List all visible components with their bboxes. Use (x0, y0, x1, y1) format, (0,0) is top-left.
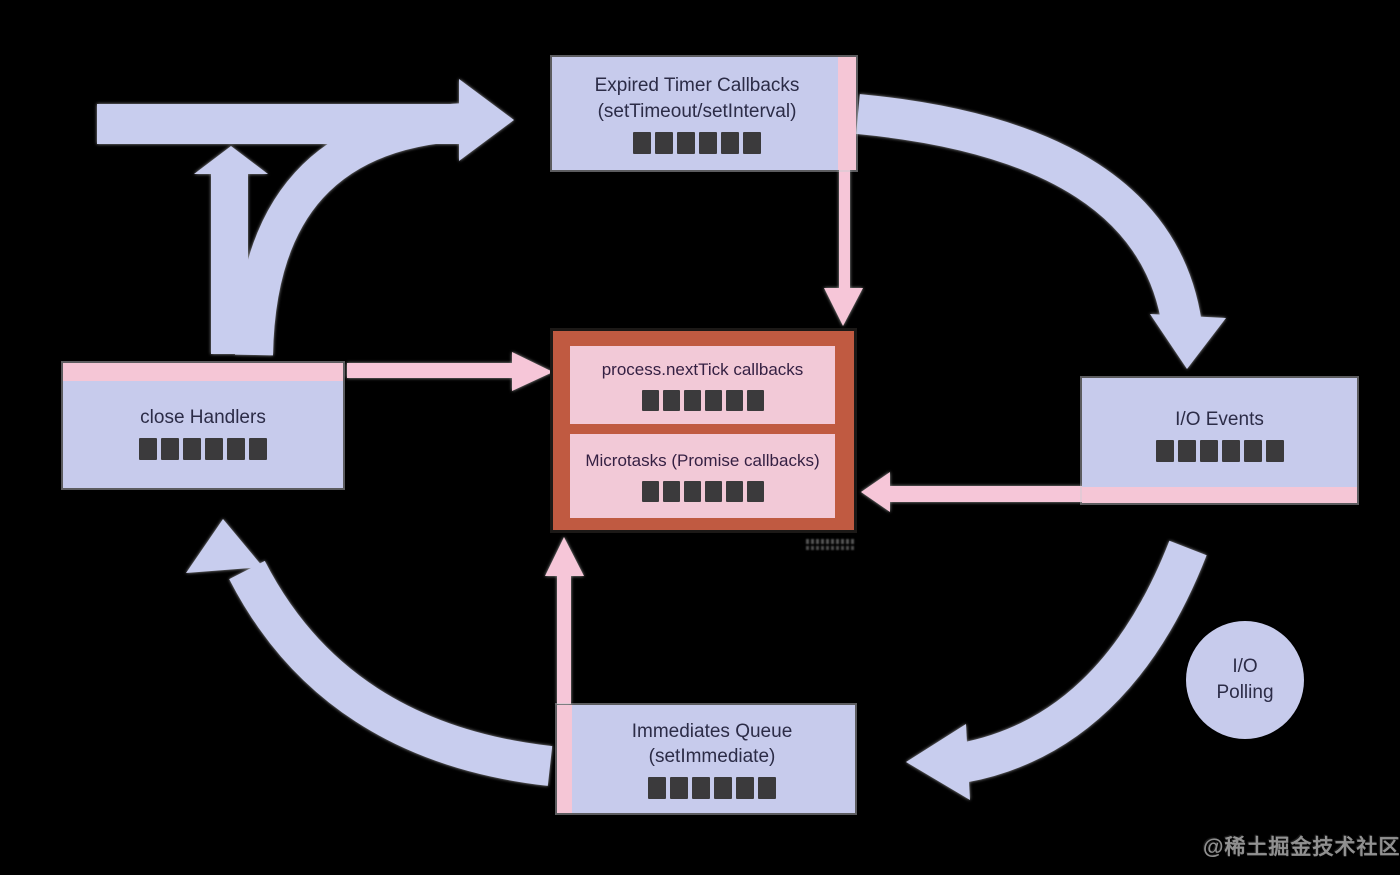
microtasks-panel: Microtasks (Promise callbacks) (570, 434, 835, 518)
io-events-queue (1155, 440, 1284, 463)
queue-slot (677, 131, 695, 154)
timers-pink-stripe (838, 57, 856, 170)
arrowhead-to-timers-icon (459, 79, 514, 161)
next-tick-panel: process.nextTick callbacks (570, 346, 835, 424)
queue-slot (721, 131, 739, 154)
node-io-events: I/O Events (1082, 378, 1357, 503)
node-close-handlers: close Handlers (63, 363, 343, 488)
queue-slot (683, 389, 701, 411)
queue-slot (227, 438, 245, 461)
io-to-center-shaft (888, 486, 1082, 502)
queue-slot (662, 480, 680, 502)
arrowhead-up-to-center-icon (545, 537, 584, 576)
queue-slot (704, 389, 722, 411)
queue-slot (758, 777, 776, 800)
close-handlers-queue (139, 438, 267, 461)
queue-slot (670, 777, 688, 800)
small-watermark (806, 537, 856, 552)
queue-slot (161, 438, 179, 461)
close-to-center-shaft (347, 363, 514, 378)
queue-slot (699, 131, 717, 154)
queue-slot (249, 438, 267, 461)
timers-label-line2: (setTimeout/setInterval) (597, 100, 797, 122)
queue-slot (714, 777, 732, 800)
io-to-immediates-curve (958, 540, 1207, 783)
timers-label-line1: Expired Timer Callbacks (594, 75, 800, 97)
site-watermark: @稀土掘金技术社区 (1203, 836, 1400, 859)
timers-queue (595, 131, 800, 154)
queue-slot (1243, 440, 1262, 463)
arrowhead-down-to-center-icon (824, 288, 863, 326)
queue-slot (725, 389, 743, 411)
arrowhead-to-immediates-icon (906, 724, 970, 800)
arrowhead-right-to-center-icon (512, 352, 553, 391)
io-events-label: I/O Events (1175, 408, 1264, 430)
immediates-queue (632, 777, 793, 800)
queue-slot (746, 480, 764, 502)
node-immediates: Immediates Queue (setImmediate) (557, 705, 855, 813)
queue-slot (1199, 440, 1218, 463)
queue-slot (725, 480, 743, 502)
queue-slot (648, 777, 666, 800)
next-tick-label: process.nextTick callbacks (601, 360, 804, 380)
queue-slot (746, 389, 764, 411)
queue-slot (183, 438, 201, 461)
close-handlers-label: close Handlers (140, 406, 266, 428)
timers-to-center-shaft (839, 170, 850, 292)
queue-slot (1221, 440, 1240, 463)
immediates-to-center-shaft (557, 572, 571, 704)
queue-slot (692, 777, 710, 800)
queue-slot (139, 438, 157, 461)
queue-slot (683, 480, 701, 502)
arrowhead-up-icon (194, 146, 268, 174)
close-handlers-pink-stripe (63, 363, 343, 381)
queue-slot (736, 777, 754, 800)
close-to-timers-curve (235, 103, 468, 356)
microtasks-queue (641, 480, 764, 502)
timers-to-io-curve (856, 94, 1202, 329)
immediates-label-line2: (setImmediate) (648, 746, 776, 767)
node-microtask-center: process.nextTick callbacks Microtasks (P… (550, 328, 857, 533)
immediates-label-line1: Immediates Queue (631, 720, 793, 742)
node-expired-timers: Expired Timer Callbacks (setTimeout/setI… (552, 57, 856, 170)
arrowhead-to-close-icon (186, 519, 263, 573)
io-polling-label-line2: Polling (1216, 682, 1274, 703)
arrowhead-left-to-center-icon (861, 472, 890, 512)
immediates-to-close-curve (229, 560, 553, 786)
queue-slot (641, 480, 659, 502)
queue-slot (1177, 440, 1196, 463)
close-up-arrow-shaft (211, 168, 248, 354)
queue-slot (662, 389, 680, 411)
queue-slot (743, 131, 761, 154)
arrowhead-to-io-events-icon (1150, 314, 1226, 369)
queue-slot (704, 480, 722, 502)
queue-slot (1155, 440, 1174, 463)
queue-slot (1265, 440, 1284, 463)
node-io-polling: I/O Polling (1186, 621, 1304, 739)
queue-slot (641, 389, 659, 411)
microtasks-label: Microtasks (Promise callbacks) (585, 451, 820, 471)
immediates-pink-stripe (557, 705, 572, 813)
queue-slot (633, 131, 651, 154)
io-events-pink-stripe (1082, 487, 1357, 503)
queue-slot (205, 438, 223, 461)
next-tick-queue (641, 389, 764, 411)
io-polling-label-line1: I/O (1232, 656, 1258, 678)
queue-slot (655, 131, 673, 154)
